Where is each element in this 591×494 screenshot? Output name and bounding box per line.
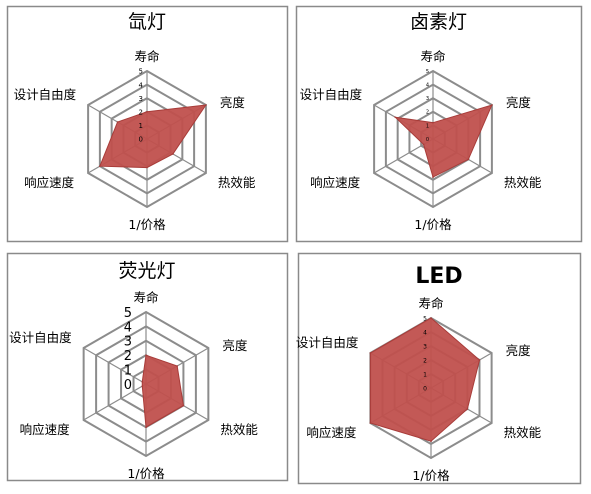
axis-label: 亮度	[222, 338, 248, 353]
data-point	[432, 176, 434, 178]
tick-label: 3	[124, 335, 132, 350]
tick-label: 2	[124, 349, 132, 364]
data-point	[491, 104, 493, 106]
axis-label: 设计自由度	[300, 87, 363, 102]
axis-label: 热效能	[504, 175, 542, 190]
tick-label: 1	[139, 122, 143, 130]
axis-spoke	[83, 383, 147, 421]
tick-label: 2	[139, 108, 143, 116]
axis-spoke	[83, 347, 147, 385]
tick-label: 0	[139, 136, 143, 144]
axis-label: 1/价格	[127, 466, 165, 481]
data-point	[432, 121, 434, 124]
data-point	[172, 153, 174, 155]
chart-title: 卤素灯	[410, 11, 467, 33]
tick-label: 0	[426, 137, 429, 143]
tick-label: 3	[139, 95, 143, 103]
tick-label: 4	[426, 83, 429, 89]
axis-label: 寿命	[418, 296, 444, 311]
tick-label: 2	[426, 110, 429, 116]
data-point	[205, 104, 207, 106]
tick-label: 5	[124, 306, 132, 321]
data-point	[467, 158, 470, 161]
tick-label: 0	[423, 385, 427, 392]
axis-label: 设计自由度	[14, 87, 77, 102]
axis-label: 亮度	[220, 95, 246, 110]
data-point	[146, 111, 148, 113]
data-point	[466, 408, 469, 410]
axis-label: 寿命	[134, 49, 160, 64]
axis-label: 亮度	[506, 343, 532, 358]
axis-label: 1/价格	[412, 468, 450, 483]
data-point	[146, 166, 148, 169]
data-point	[369, 352, 372, 354]
axis-label: 热效能	[504, 425, 542, 440]
data-point	[430, 440, 432, 443]
data-point	[141, 385, 144, 387]
axis-label: 设计自由度	[296, 335, 359, 350]
tick-label: 1	[426, 123, 429, 129]
data-point	[116, 121, 119, 123]
axis-label: 响应速度	[310, 175, 361, 190]
tick-label: 2	[423, 357, 427, 364]
axis-label: 响应速度	[24, 175, 75, 190]
data-point	[141, 381, 144, 383]
data-point	[145, 426, 147, 429]
tick-label: 4	[423, 329, 427, 336]
tick-label: 3	[426, 96, 429, 102]
tick-label: 4	[124, 320, 132, 335]
tick-label: 3	[423, 343, 427, 350]
data-point	[182, 404, 185, 407]
data-point	[176, 365, 178, 367]
axis-label: 1/价格	[128, 217, 166, 232]
data-point	[369, 422, 372, 424]
axis-label: 亮度	[506, 95, 532, 110]
data-point	[422, 143, 425, 146]
tick-label: 1	[124, 364, 132, 379]
axis-label: 1/价格	[414, 217, 452, 232]
axis-label: 寿命	[420, 49, 446, 64]
data-point	[478, 359, 481, 361]
axis-label: 响应速度	[20, 422, 71, 437]
data-point	[145, 354, 147, 357]
axis-label: 响应速度	[306, 425, 357, 440]
chart-title: 氙灯	[128, 11, 166, 33]
chart-title: 荧光灯	[118, 260, 175, 282]
axis-label: 热效能	[218, 175, 256, 190]
data-point	[99, 165, 101, 167]
tick-label: 5	[423, 315, 427, 322]
tick-label: 5	[426, 69, 429, 75]
axis-label: 设计自由度	[9, 330, 72, 345]
tick-label: 0	[124, 378, 132, 393]
axis-label: 热效能	[220, 422, 258, 437]
tick-label: 5	[139, 68, 143, 76]
data-point	[394, 116, 397, 119]
data-point	[430, 317, 432, 319]
tick-label: 4	[139, 81, 144, 89]
axis-label: 寿命	[133, 290, 159, 305]
tick-label: 1	[423, 371, 427, 378]
chart-title: LED	[415, 264, 462, 289]
